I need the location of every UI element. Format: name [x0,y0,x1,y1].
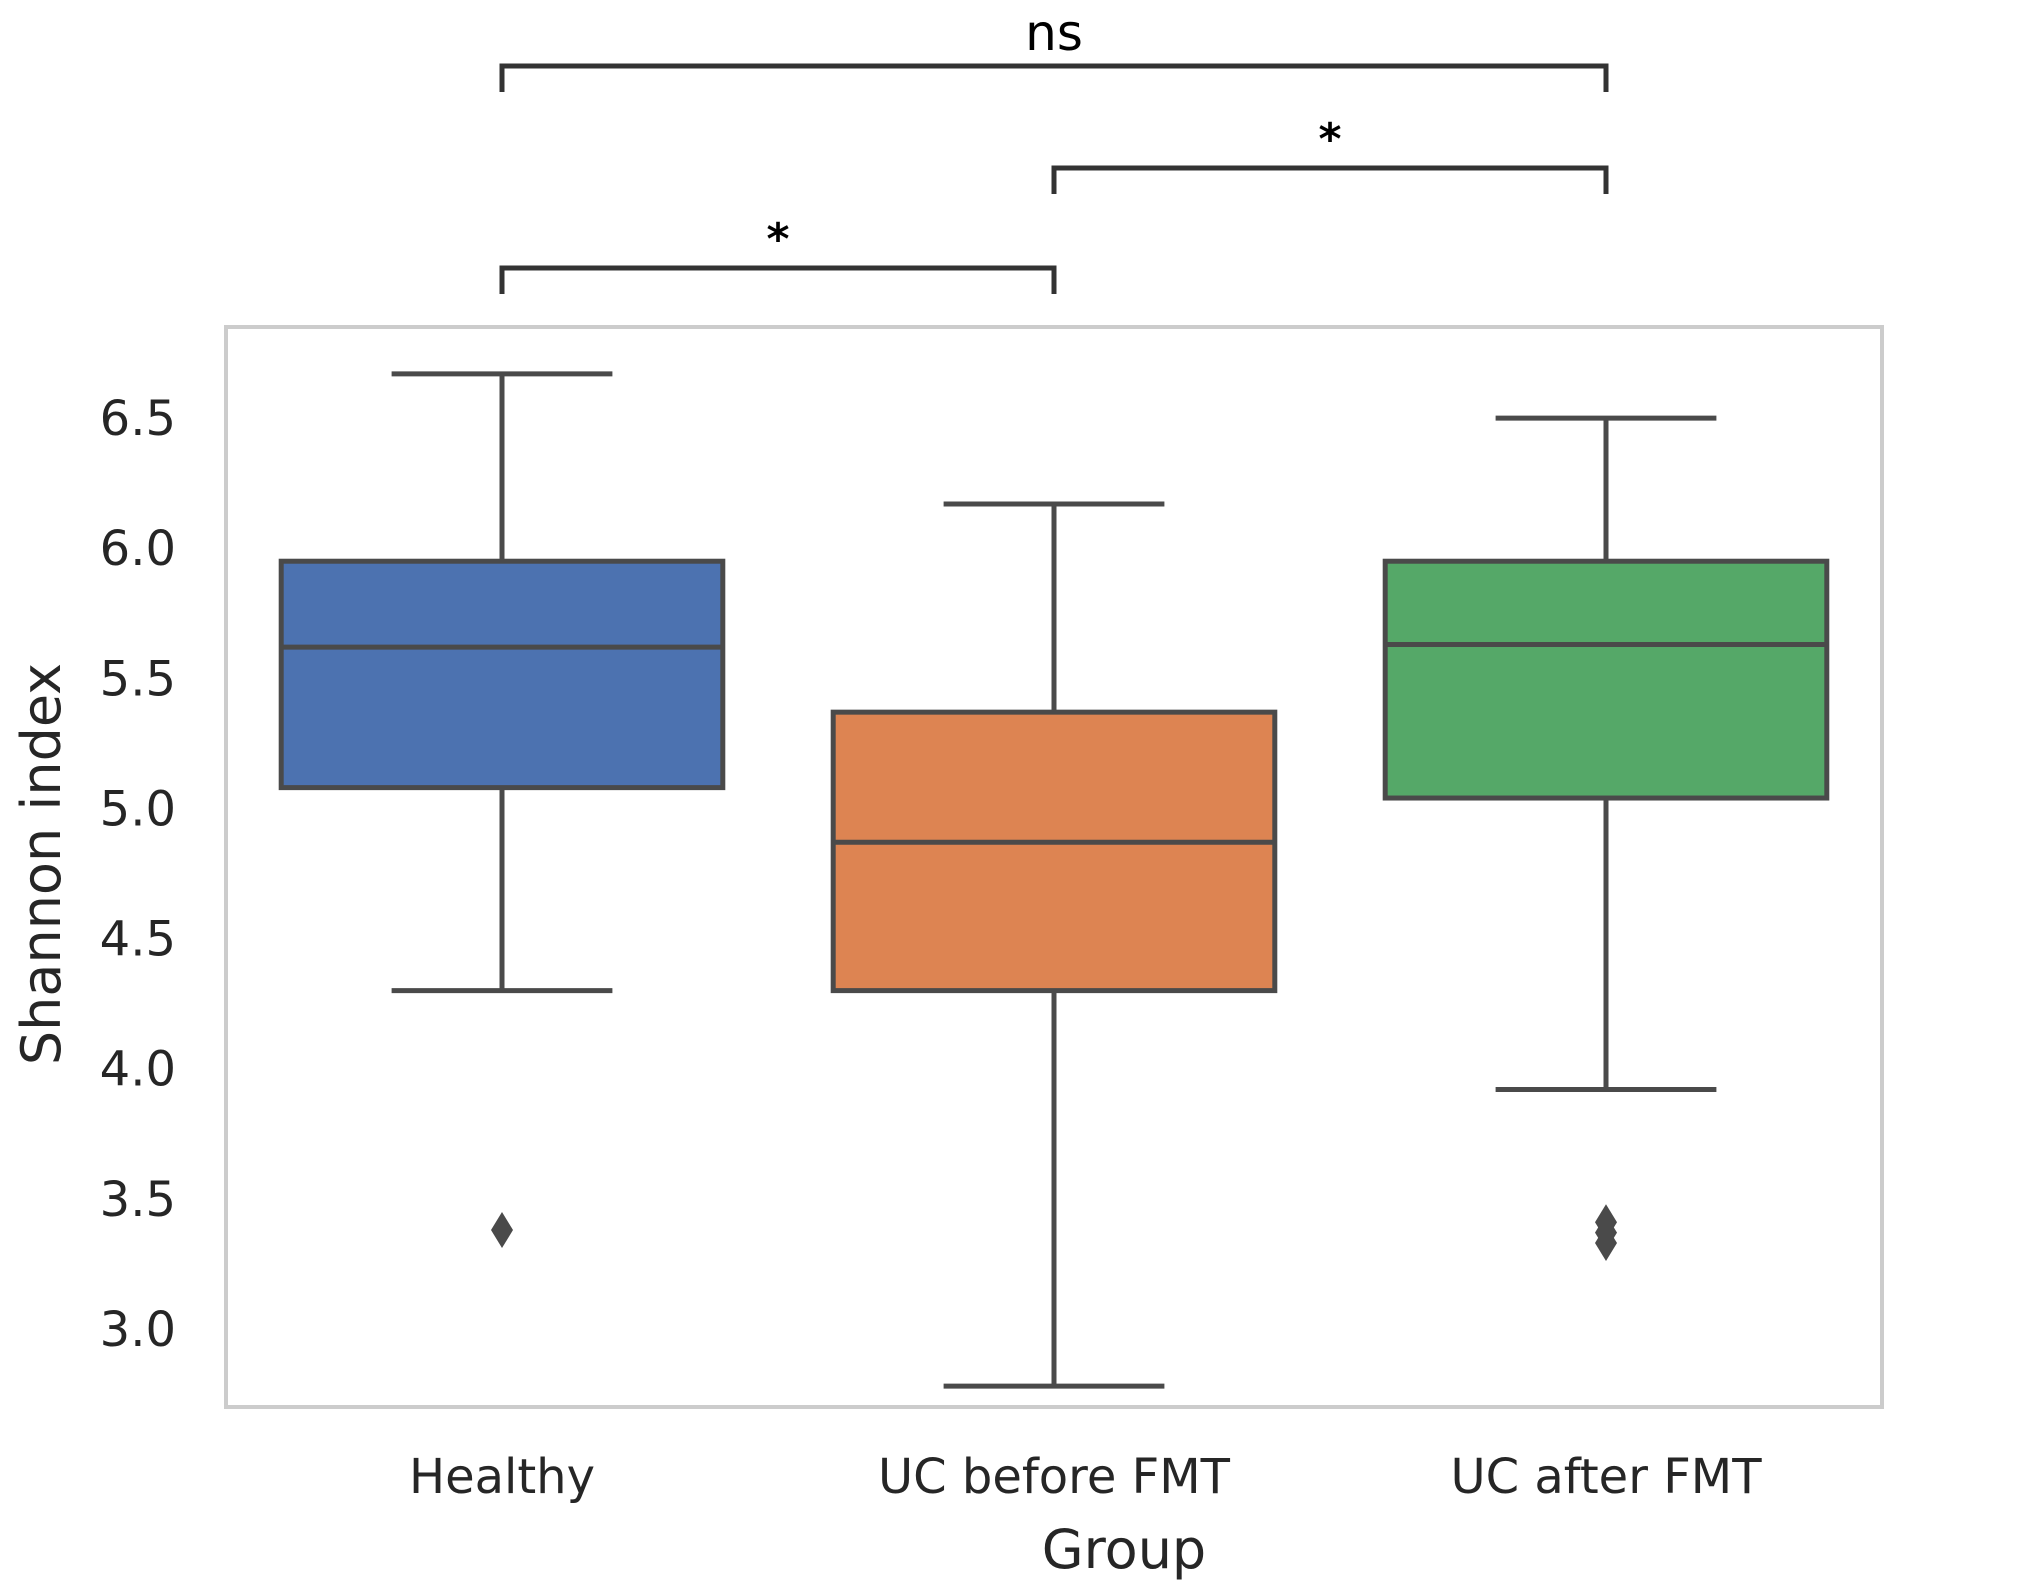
significance-bracket: ns [499,4,1609,92]
x-tick-label: Healthy [409,1449,595,1505]
bracket-line [1051,165,1609,194]
y-tick-label: 6.0 [100,521,176,577]
box-group [830,501,1278,1389]
significance-label: * [1318,114,1341,165]
significance-label: * [766,214,789,265]
bracket-line [499,265,1057,294]
plot-frame [224,325,1884,1409]
y-tick-label: 4.5 [100,912,176,968]
y-tick-label: 6.5 [100,391,176,447]
y-tick-label: 5.5 [100,651,176,707]
plot-frame-layer [224,325,1884,1409]
x-tick-label: UC before FMT [878,1449,1231,1505]
significance-annotations: * * ns [499,4,1609,294]
x-axis-label: Group [1042,1518,1206,1581]
box-iqr [830,709,1278,994]
box-iqr [1382,558,1830,801]
box-group [1382,415,1830,1262]
bracket-line [499,63,1609,92]
outlier-point [1595,1204,1617,1241]
boxes-layer [278,371,1830,1389]
significance-label: ns [1025,4,1083,62]
y-tick-label: 4.0 [100,1042,176,1098]
box-group [278,371,726,1249]
box-iqr [278,558,726,791]
y-tick-label: 3.5 [100,1172,176,1228]
y-tick-label: 5.0 [100,781,176,837]
y-tick-label: 3.0 [100,1302,176,1358]
significance-bracket: * [499,214,1057,294]
x-tick-label: UC after FMT [1450,1449,1762,1505]
outlier-point [491,1212,513,1249]
y-axis-label: Shannon index [10,663,73,1065]
significance-bracket: * [1051,114,1609,194]
